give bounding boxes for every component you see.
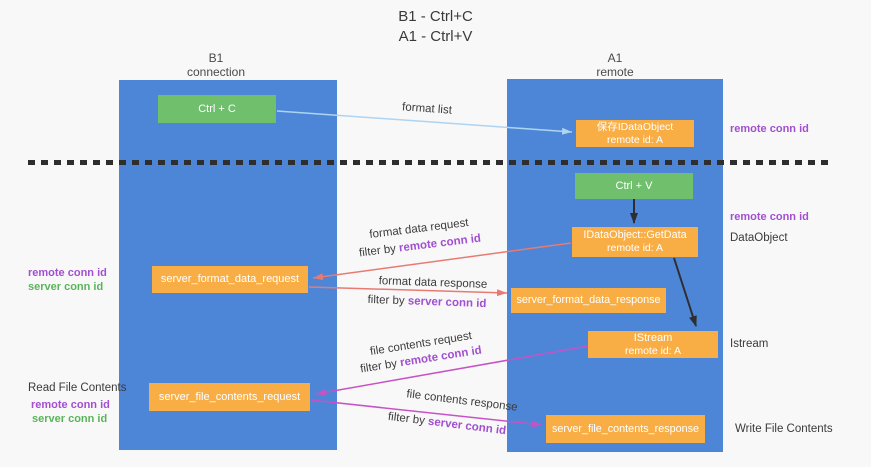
title-line-1: B1 - Ctrl+C bbox=[398, 8, 473, 25]
filter-keyword-server-conn-id: server conn id bbox=[407, 295, 487, 311]
phase-divider-dashed-line bbox=[28, 160, 834, 165]
filter-prefix: filter by bbox=[358, 242, 400, 260]
diagram-title: B1 - Ctrl+C A1 - Ctrl+V bbox=[0, 7, 871, 47]
msg-format-list: format list bbox=[401, 101, 453, 117]
node-istream-line2: remote id: A bbox=[624, 344, 682, 357]
node-idataobject-getdata: IDataObject::GetData remote id: A bbox=[572, 227, 698, 257]
msg-file-contents-response-filter: filter by server conn id bbox=[387, 411, 506, 437]
annotation-remote-conn-id-top: remote conn id bbox=[730, 123, 809, 135]
annotation-left-server-conn-id-2: server conn id bbox=[32, 413, 108, 425]
filter-prefix: filter by bbox=[359, 357, 402, 376]
node-idataobject-getdata-line2: remote id: A bbox=[606, 242, 664, 254]
lifeline-a1-name: A1 bbox=[607, 51, 623, 65]
msg-file-contents-response: file contents response bbox=[405, 388, 519, 414]
node-server-file-contents-response-label: server_file_contents_response bbox=[551, 422, 700, 435]
node-server-format-data-request-label: server_format_data_request bbox=[160, 273, 300, 285]
node-save-idataobject: 保存IDataObject remote id: A bbox=[576, 120, 694, 147]
msg-format-data-response-filter: filter by server conn id bbox=[367, 294, 486, 310]
node-ctrl-v: Ctrl + V bbox=[575, 173, 693, 199]
node-istream-line1: IStream bbox=[633, 331, 673, 344]
filter-prefix: filter by bbox=[387, 410, 429, 428]
node-server-format-data-response-label: server_format_data_response bbox=[516, 294, 661, 306]
node-istream: IStream remote id: A bbox=[588, 331, 718, 358]
filter-prefix: filter by bbox=[367, 293, 409, 308]
lifeline-b1-name: B1 bbox=[208, 51, 224, 65]
lifeline-header-a1: A1 remote bbox=[596, 51, 633, 79]
node-save-idataobject-line1: 保存IDataObject bbox=[596, 121, 674, 133]
annotation-dataobject: DataObject bbox=[730, 232, 788, 244]
lifeline-header-b1: B1 connection bbox=[187, 51, 245, 79]
annotation-read-file-contents: Read File Contents bbox=[28, 382, 127, 394]
node-ctrl-v-label: Ctrl + V bbox=[615, 179, 653, 192]
annotation-left-remote-conn-id-1: remote conn id bbox=[28, 267, 107, 279]
title-line-2: A1 - Ctrl+V bbox=[398, 28, 473, 45]
lifeline-b1-role: connection bbox=[186, 65, 246, 79]
filter-keyword-server-conn-id: server conn id bbox=[427, 415, 507, 438]
annotation-istream: Istream bbox=[730, 338, 769, 350]
msg-format-data-response: format data response bbox=[378, 275, 488, 291]
node-server-file-contents-request: server_file_contents_request bbox=[149, 383, 310, 411]
node-server-file-contents-response: server_file_contents_response bbox=[546, 415, 705, 443]
node-ctrl-c-label: Ctrl + C bbox=[198, 102, 236, 115]
annotation-write-file-contents: Write File Contents bbox=[735, 423, 833, 435]
annotation-left-remote-conn-id-2: remote conn id bbox=[31, 399, 110, 411]
annotation-left-server-conn-id-1: server conn id bbox=[28, 281, 104, 293]
node-save-idataobject-line2: remote id: A bbox=[606, 133, 664, 146]
node-server-format-data-response: server_format_data_response bbox=[511, 288, 666, 313]
lifeline-a1-role: remote bbox=[596, 65, 634, 79]
annotation-remote-conn-id-mid: remote conn id bbox=[730, 211, 809, 223]
node-server-file-contents-request-label: server_file_contents_request bbox=[158, 390, 301, 403]
node-server-format-data-request: server_format_data_request bbox=[152, 266, 308, 293]
node-ctrl-c: Ctrl + C bbox=[158, 95, 276, 123]
node-idataobject-getdata-line1: IDataObject::GetData bbox=[583, 229, 687, 241]
